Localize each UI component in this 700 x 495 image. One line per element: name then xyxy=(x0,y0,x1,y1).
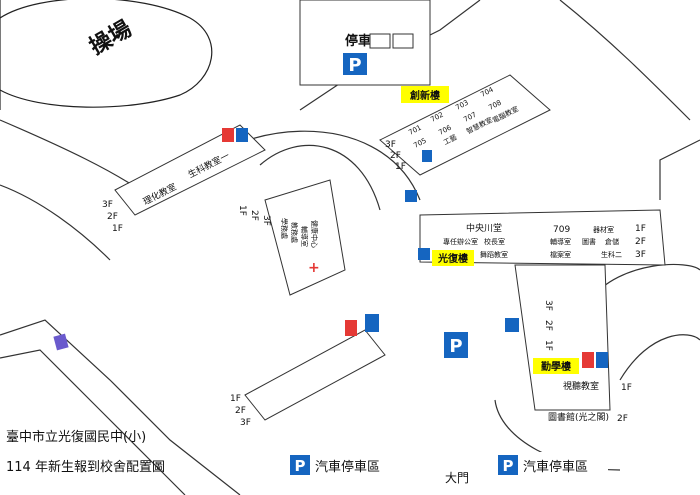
top-parking: P 停車區 xyxy=(299,0,431,86)
qinxue-label-2f: 2F xyxy=(617,414,628,424)
bottom-left-parking-p: P xyxy=(295,457,306,475)
center-room-student: 學務處 xyxy=(280,218,289,239)
building-qinxue: 勤學樓 3F 2F 1F 視聽教室 圖書館(光之閣) 1F 2F xyxy=(505,264,632,424)
purple-marker xyxy=(53,333,69,351)
building-chuangxin: 創新樓 3F 2F 1F 701 702 703 704 705 706 707… xyxy=(379,74,551,176)
guangfu-room-archive: 檔案室 xyxy=(550,250,571,259)
left-restroom-f-icon xyxy=(222,128,234,142)
center-floor-2: 2F xyxy=(249,210,259,221)
left-floor-2: 2F xyxy=(107,212,118,222)
qinxue-floor-1: 1F xyxy=(543,340,553,351)
left-restroom-m-icon xyxy=(236,128,248,142)
qinxue-accessible-icon xyxy=(505,318,519,332)
building-south-wing: 1F 2F 3F xyxy=(230,314,386,428)
left-floor-1: 1F xyxy=(112,224,123,234)
center-room-academic: 教務處 xyxy=(290,222,299,243)
guangfu-accessible-icon xyxy=(418,248,430,260)
center-floor-3: 3F xyxy=(261,215,271,226)
bottom-right-parking: P 汽車停車區 xyxy=(498,452,608,478)
building-center-wing: 1F 2F 3F 學務處 教務處 輔導室 健康中心 + xyxy=(237,179,346,296)
bottom-right-parking-p: P xyxy=(503,457,514,475)
qinxue-name: 勤學樓 xyxy=(541,360,571,373)
chuangxin-floor-3: 3F xyxy=(385,140,396,150)
center-health-cross: + xyxy=(308,260,320,276)
sports-field xyxy=(0,0,213,110)
qinxue-room-av: 視聽教室 xyxy=(563,380,599,392)
guangfu-room-709: 709 xyxy=(553,225,570,235)
guangfu-room-bio2: 生科二 xyxy=(601,250,622,259)
school-caption: 臺中市立光復國民中(小) xyxy=(6,430,147,445)
guangfu-room-library: 圖書 xyxy=(582,237,596,246)
left-floor-3: 3F xyxy=(102,200,113,210)
center-floor-1: 1F xyxy=(237,205,247,216)
guangfu-room-dance: 舞蹈教室 xyxy=(480,250,508,259)
guangfu-room-principal: 校長室 xyxy=(484,237,505,246)
guangfu-room-equipment: 器材室 xyxy=(593,225,614,234)
guangfu-floor-3: 3F xyxy=(635,250,646,260)
guangfu-room-counsel: 輔導室 xyxy=(550,237,571,246)
center-room-counsel: 輔導室 xyxy=(300,226,309,247)
guangfu-name: 光復樓 xyxy=(437,252,468,265)
center-room-health: 健康中心 xyxy=(310,220,319,248)
chuangxin-floor-2: 2F xyxy=(390,151,401,161)
building-left-wing: 3F 2F 1F 理化教室 生科教室一 xyxy=(102,124,266,234)
south-floor-3: 3F xyxy=(240,418,251,428)
chuangxin-name: 創新樓 xyxy=(409,89,440,102)
chuangxin-restroom-icon xyxy=(422,150,432,162)
bottom-right-parking-label: 汽車停車區 xyxy=(523,459,588,475)
center-parking-icon xyxy=(444,332,468,358)
qinxue-restroom-m-icon xyxy=(596,352,608,368)
south-restroom-m-icon xyxy=(365,314,379,332)
guangfu-room-storage: 倉儲 xyxy=(605,237,619,246)
guangfu-floor-2: 2F xyxy=(635,237,646,247)
south-floor-1: 1F xyxy=(230,394,241,404)
title-caption: 114 年新生報到校舍配置圖 xyxy=(6,460,165,475)
guangfu-room-office: 專任辦公室 xyxy=(443,237,478,246)
top-parking-p: P xyxy=(348,55,361,76)
guangfu-floor-1: 1F xyxy=(635,224,646,234)
bottom-left-parking-label: 汽車停車區 xyxy=(315,459,380,475)
qinxue-floor-3: 3F xyxy=(543,300,553,311)
building-guangfu: 光復樓 中央川堂 專任辦公室 校長室 舞蹈教室 709 輔導室 檔案室 器材室 … xyxy=(405,190,666,266)
center-parking-p: P xyxy=(449,336,462,357)
south-restroom-f-icon xyxy=(345,320,357,336)
guangfu-room-hall: 中央川堂 xyxy=(466,222,502,234)
bottom-left-parking: P 汽車停車區 xyxy=(290,452,400,478)
qinxue-label-1f: 1F xyxy=(621,383,632,393)
main-gate-label: 大門 xyxy=(445,471,469,485)
qinxue-room-library: 圖書館(光之閣) xyxy=(548,411,609,423)
chuangxin-floor-1: 1F xyxy=(395,162,406,172)
accessible-icon xyxy=(405,190,417,202)
south-floor-2: 2F xyxy=(235,406,246,416)
sports-field-label: 操場 xyxy=(86,17,137,61)
qinxue-floor-2: 2F xyxy=(543,320,553,331)
qinxue-restroom-f-icon xyxy=(582,352,594,368)
